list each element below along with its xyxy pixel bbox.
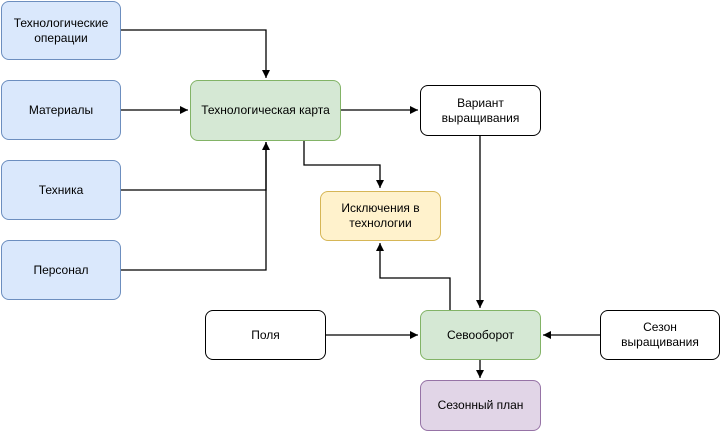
edge-rotation-to-exceptions <box>376 243 451 310</box>
node-tech-card[interactable]: Технологическая карта <box>190 80 341 141</box>
node-growing-variant[interactable]: Вариант выращивания <box>420 85 541 136</box>
node-label: Материалы <box>28 102 94 117</box>
node-label: Исключения в технологии <box>341 201 420 230</box>
node-personnel[interactable]: Персонал <box>1 240 121 300</box>
edge-equipment-to-tech-card <box>121 142 270 191</box>
node-growing-season[interactable]: Сезон выращивания <box>600 310 720 360</box>
node-label: Поля <box>251 327 280 342</box>
node-equipment[interactable]: Техника <box>1 160 121 220</box>
node-label: Технологическая карта <box>201 103 330 117</box>
node-crop-rotation[interactable]: Севооборот <box>420 310 541 360</box>
node-label: Севооборот <box>446 327 515 342</box>
node-label: Сезон выращивания <box>621 320 699 349</box>
node-label: Технологические операции <box>13 15 109 45</box>
node-label: Персонал <box>33 262 89 277</box>
node-fields[interactable]: Поля <box>205 310 326 360</box>
node-materials[interactable]: Материалы <box>1 80 121 140</box>
node-tech-operations[interactable]: Технологические операции <box>1 1 121 60</box>
node-seasonal-plan[interactable]: Сезонный план <box>420 380 541 431</box>
edge-tech-ops-to-tech-card <box>121 29 270 78</box>
node-tech-exceptions[interactable]: Исключения в технологии <box>320 191 441 241</box>
node-label: Сезонный план <box>437 398 524 412</box>
edge-personnel-to-tech-card <box>121 142 267 271</box>
node-label: Вариант выращивания <box>441 95 520 125</box>
edge-tech-card-to-exceptions <box>303 141 384 188</box>
node-label: Техника <box>38 182 84 197</box>
